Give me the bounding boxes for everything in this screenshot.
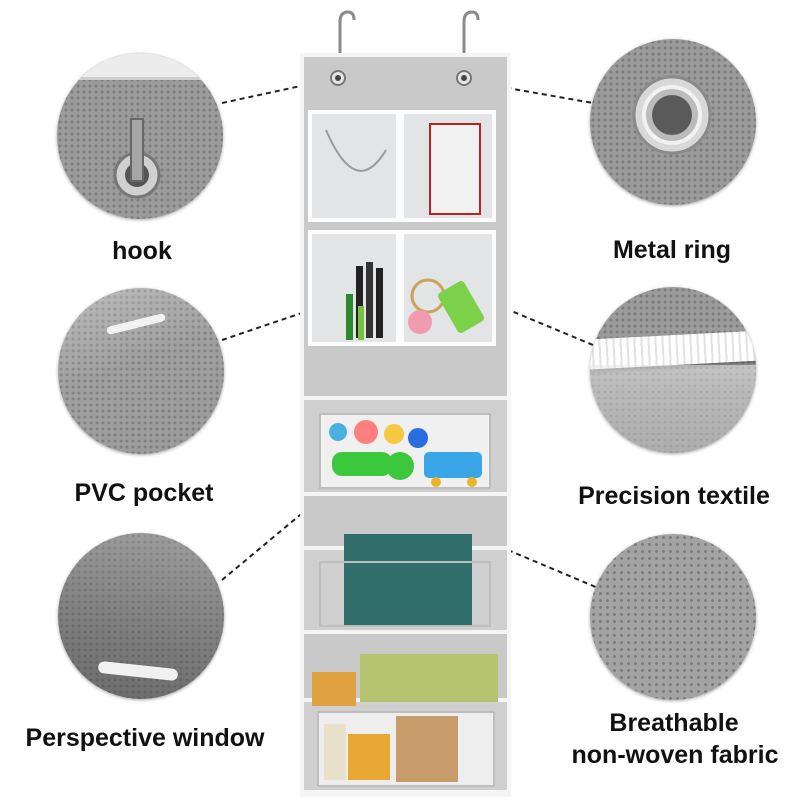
orange-box bbox=[312, 672, 356, 706]
label-perspective-window: Perspective window bbox=[25, 724, 265, 752]
label-metal-ring: Metal ring bbox=[612, 236, 732, 264]
pvc-pocket-top-left bbox=[308, 110, 400, 222]
small-box-left bbox=[324, 724, 346, 780]
green-box bbox=[360, 654, 498, 702]
label-breathable-line1: Breathable bbox=[609, 709, 739, 737]
textile-fold bbox=[590, 365, 756, 453]
green-stapler bbox=[437, 281, 485, 333]
pink-ball bbox=[408, 310, 432, 334]
precision-textile-detail-circle bbox=[590, 287, 756, 453]
tea-box bbox=[396, 716, 458, 782]
toys bbox=[329, 420, 482, 487]
orange-folder bbox=[348, 734, 390, 780]
metal-ring-detail-circle bbox=[590, 39, 756, 205]
grommet-icon bbox=[632, 75, 712, 155]
label-hook: hook bbox=[112, 237, 172, 265]
hook-detail-circle bbox=[57, 53, 223, 219]
pvc-sheen bbox=[58, 288, 224, 454]
label-precision-textile: Precision textile bbox=[578, 482, 770, 510]
hanging-organizer bbox=[300, 10, 511, 797]
pens bbox=[346, 262, 383, 340]
perspective-window-detail-circle bbox=[58, 533, 224, 699]
pvc-pocket-detail-circle bbox=[58, 288, 224, 454]
pvc-pocket-bottom-left bbox=[308, 230, 400, 346]
window-books bbox=[319, 561, 491, 627]
door-hooks bbox=[338, 10, 480, 62]
fabric-top-band bbox=[57, 53, 223, 80]
label-pvc-pocket: PVC pocket bbox=[74, 479, 214, 507]
teal-book bbox=[344, 534, 472, 626]
label-breathable-line2: non-woven fabric bbox=[571, 741, 779, 769]
breathable-detail-circle bbox=[590, 534, 756, 700]
hook-icon bbox=[113, 118, 161, 199]
